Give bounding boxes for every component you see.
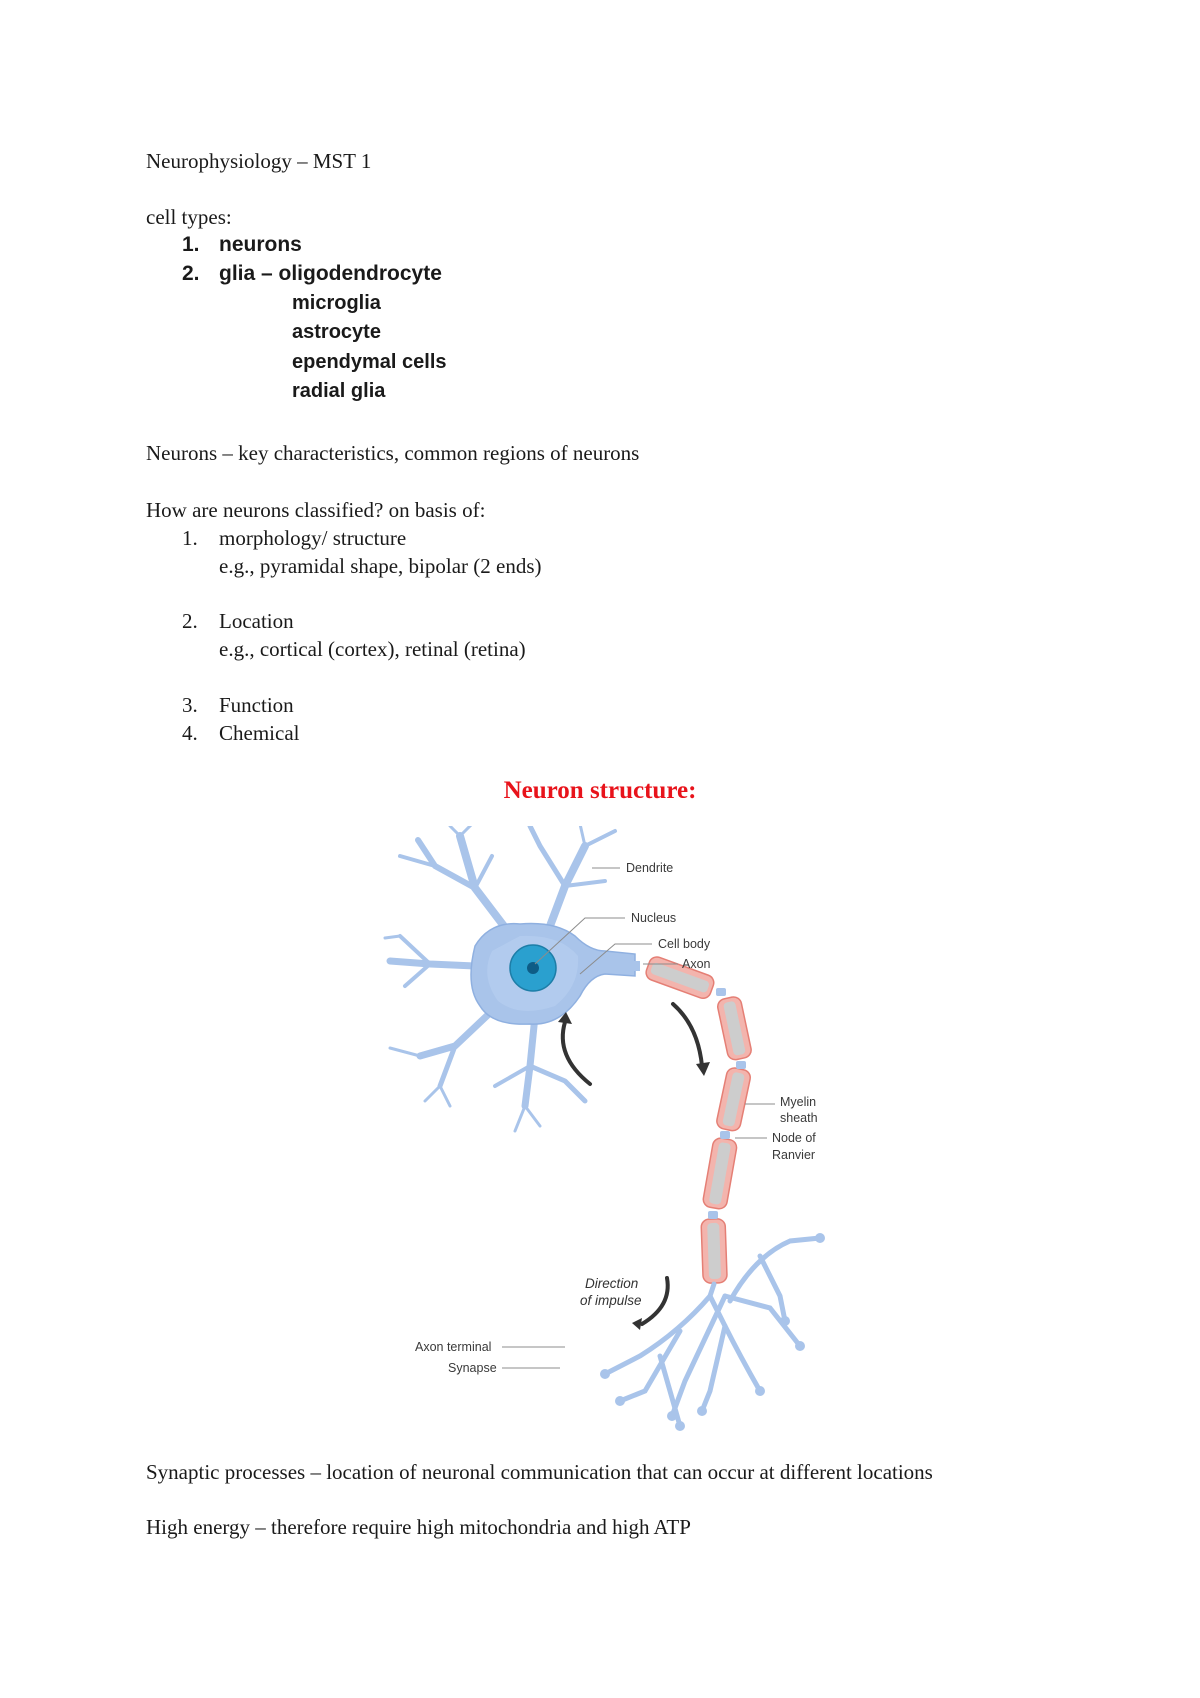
list-number: 3. bbox=[182, 693, 198, 717]
label-direction: Direction bbox=[585, 1276, 638, 1291]
glia-subtype: astrocyte bbox=[292, 321, 381, 343]
energy-line: High energy – therefore require high mit… bbox=[146, 1515, 691, 1539]
label-of-impulse: of impulse bbox=[580, 1293, 642, 1308]
label-sheath: sheath bbox=[780, 1111, 818, 1125]
axon-terminals bbox=[602, 1235, 823, 1429]
page-title: Neurophysiology – MST 1 bbox=[146, 149, 372, 173]
label-dendrite: Dendrite bbox=[626, 861, 673, 875]
label-ranvier: Ranvier bbox=[772, 1148, 815, 1162]
list-item-neurons: neurons bbox=[219, 233, 302, 256]
leader-lines bbox=[502, 867, 775, 1369]
label-cell-body: Cell body bbox=[658, 937, 711, 951]
glia-subtype: radial glia bbox=[292, 380, 386, 402]
list-number: 2. bbox=[182, 262, 200, 285]
list-number: 1. bbox=[182, 526, 198, 550]
impulse-arrows bbox=[560, 1002, 704, 1326]
dendrites bbox=[383, 826, 617, 1133]
neuron-structure-heading: Neuron structure: bbox=[503, 777, 697, 804]
list-number: 2. bbox=[182, 609, 198, 633]
list-item-glia: glia – oligodendrocyte bbox=[219, 262, 442, 285]
neurons-line: Neurons – key characteristics, common re… bbox=[146, 441, 640, 465]
synaptic-line: Synaptic processes – location of neurona… bbox=[146, 1460, 933, 1484]
label-axon-terminal: Axon terminal bbox=[415, 1340, 491, 1354]
classification-example: e.g., pyramidal shape, bipolar (2 ends) bbox=[219, 554, 542, 578]
classification-item: morphology/ structure bbox=[219, 526, 407, 550]
label-nucleus: Nucleus bbox=[631, 911, 676, 925]
classification-question: How are neurons classified? on basis of: bbox=[146, 498, 486, 522]
glia-subtype: microglia bbox=[292, 292, 381, 314]
label-myelin: Myelin bbox=[780, 1095, 816, 1109]
myelin-sheath-segments bbox=[645, 956, 752, 1284]
classification-example: e.g., cortical (cortex), retinal (retina… bbox=[219, 637, 526, 661]
label-synapse: Synapse bbox=[448, 1361, 497, 1375]
neuron-diagram: Dendrite Nucleus Cell body Axon Myelin s… bbox=[383, 826, 825, 1431]
cell-types-label: cell types: bbox=[146, 205, 232, 229]
classification-item: Function bbox=[219, 693, 294, 717]
label-node-of: Node of bbox=[772, 1131, 816, 1145]
list-number: 1. bbox=[182, 233, 200, 256]
label-axon: Axon bbox=[682, 957, 711, 971]
classification-item: Chemical bbox=[219, 721, 300, 745]
classification-item: Location bbox=[219, 609, 294, 633]
list-number: 4. bbox=[182, 721, 198, 745]
glia-subtype: ependymal cells bbox=[292, 351, 447, 373]
